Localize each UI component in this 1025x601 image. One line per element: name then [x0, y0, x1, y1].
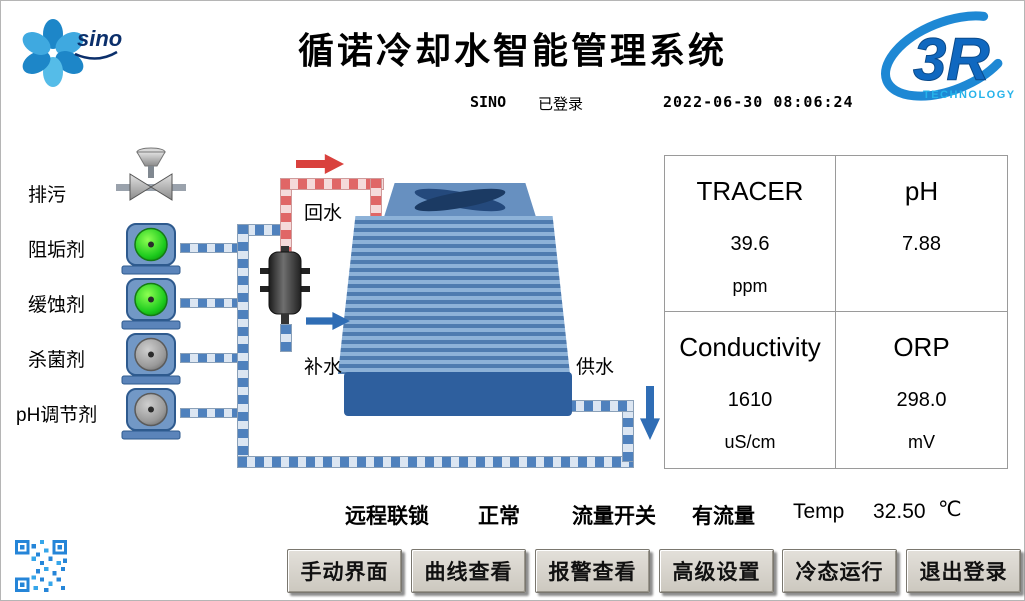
- reading-value: 39.6: [730, 233, 770, 255]
- page-title: 循诺冷却水智能管理系统: [297, 30, 727, 71]
- pipe-return-to-tower: [370, 178, 382, 222]
- label-return-water: 回水: [304, 203, 343, 224]
- label-blowdown: 排污: [28, 185, 67, 206]
- advanced-settings-button[interactable]: 高级设置: [659, 549, 774, 593]
- pump-corrosion-inhibitor-icon: [121, 278, 181, 330]
- manual-screen-button[interactable]: 手动界面: [287, 549, 402, 593]
- reading-value: 1610: [727, 389, 773, 411]
- reading-value: 7.88: [902, 233, 941, 255]
- pipe-makeup: [280, 324, 292, 352]
- qr-code-icon: [15, 540, 67, 592]
- sino-logo: sino: [22, 19, 122, 87]
- pipe-collector: [237, 224, 249, 468]
- return-flow-arrow-icon: [296, 154, 344, 174]
- flow-switch-value: 有流量: [692, 505, 755, 528]
- sino-logo-text: sino: [77, 26, 122, 51]
- logout-button[interactable]: 退出登录: [906, 549, 1021, 593]
- curve-view-button[interactable]: 曲线查看: [411, 549, 526, 593]
- pipe-basin-outlet: [566, 400, 634, 412]
- reading-name: Conductivity: [679, 332, 821, 362]
- supply-flow-arrow-icon: [640, 386, 660, 440]
- reading-unit: ppm: [732, 276, 768, 296]
- datetime: 2022-06-30 08:06:24: [663, 93, 854, 111]
- login-status: 已登录: [538, 96, 584, 113]
- reading-unit: uS/cm: [724, 432, 776, 452]
- label-makeup-water: 补水: [304, 357, 343, 378]
- logged-user: SINO: [470, 93, 507, 111]
- pump-ph-adjuster-icon: [121, 388, 181, 440]
- reading-tracer: TRACER 39.6 ppm: [664, 155, 836, 312]
- cold-run-button[interactable]: 冷态运行: [782, 549, 897, 593]
- reading-name: pH: [904, 176, 939, 206]
- reading-name: TRACER: [696, 176, 804, 206]
- cooling-tower-body: [338, 216, 570, 374]
- 3r-logo-subtext: TECHNOLOGY: [923, 89, 1016, 101]
- alarm-view-button[interactable]: 报警查看: [535, 549, 650, 593]
- tower-basin: [344, 372, 572, 416]
- pipe-feed-1: [180, 243, 242, 253]
- label-scale-inhibitor: 阻垢剂: [28, 240, 86, 261]
- pipe-feed-2: [180, 298, 242, 308]
- 3r-logo: 3R TECHNOLOGY: [880, 11, 1016, 101]
- label-biocide: 杀菌剂: [28, 350, 86, 371]
- remote-interlock-value: 正常: [478, 505, 520, 528]
- readings-panel: TRACER 39.6 ppm pH 7.88 Conductivity 161…: [664, 155, 1008, 469]
- label-ph-adjuster: pH调节剂: [16, 405, 98, 426]
- temp-value: 32.50: [873, 500, 926, 523]
- blowdown-valve-icon: [116, 147, 186, 201]
- reading-orp: ORP 298.0 mV: [835, 311, 1008, 469]
- pump-scale-inhibitor-icon: [121, 223, 181, 275]
- pipe-return-top: [280, 178, 384, 190]
- label-corrosion-inhibitor: 缓蚀剂: [28, 295, 86, 316]
- temp-label: Temp: [793, 500, 845, 523]
- reading-conductivity: Conductivity 1610 uS/cm: [664, 311, 836, 469]
- 3r-logo-text: 3R: [913, 26, 990, 93]
- reading-value: 298.0: [896, 389, 947, 411]
- pipe-bottom-loop: [237, 456, 634, 468]
- remote-interlock-label: 远程联锁: [345, 505, 429, 528]
- reading-unit: mV: [908, 432, 935, 452]
- filter-vessel-icon: [260, 246, 310, 324]
- reading-name: ORP: [893, 332, 950, 362]
- temp-unit: ℃: [938, 498, 962, 521]
- pump-biocide-icon: [121, 333, 181, 385]
- label-supply-water: 供水: [576, 357, 615, 378]
- fan-icon: [414, 188, 506, 212]
- pipe-feed-4: [180, 408, 242, 418]
- tower-fan-housing: [384, 183, 536, 217]
- pipe-feed-3: [180, 353, 242, 363]
- reading-ph: pH 7.88: [835, 155, 1008, 312]
- flow-switch-label: 流量开关: [572, 505, 656, 528]
